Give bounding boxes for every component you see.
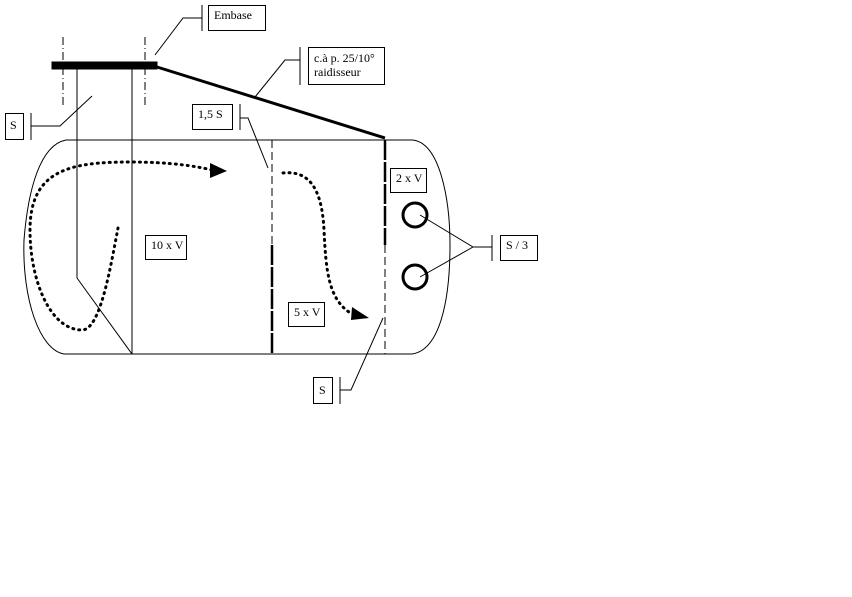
flow-path-2 <box>281 171 354 316</box>
tank-left-end <box>23 139 67 355</box>
label-s-third: S / 3 <box>500 235 538 261</box>
label-10v-text: 10 x V <box>151 238 184 252</box>
inlet-pipe <box>76 68 133 355</box>
leader-1-5s <box>239 104 269 169</box>
tank-right-end <box>411 139 451 355</box>
label-10v: 10 x V <box>145 235 187 260</box>
leader-embase <box>154 5 203 56</box>
label-plate-text: c.à p. 25/10° <box>314 51 375 65</box>
label-5v: 5 x V <box>288 302 325 327</box>
label-s-left: S <box>5 113 24 140</box>
label-5v-text: 5 x V <box>294 305 321 319</box>
label-embase-text: Embase <box>214 8 252 22</box>
leader-stiffener <box>254 47 301 98</box>
label-1-5s: 1,5 S <box>192 104 233 130</box>
label-s-left-text: S <box>10 118 17 132</box>
label-embase: Embase <box>208 5 266 31</box>
flow-arrow-2-icon <box>351 307 369 320</box>
outlet-hole-upper <box>401 201 429 229</box>
label-s-bottom-text: S <box>319 383 326 397</box>
label-s-bottom: S <box>313 377 333 404</box>
stiffener-line <box>156 65 386 140</box>
label-2v: 2 x V <box>390 168 427 193</box>
label-s-third-text: S / 3 <box>506 238 529 252</box>
label-1-5s-text: 1,5 S <box>198 107 223 121</box>
flow-path-1 <box>28 160 214 332</box>
label-2v-text: 2 x V <box>396 171 423 185</box>
label-stiffener-text: raidisseur <box>314 64 361 79</box>
leader-s-bottom <box>339 317 384 404</box>
outlet-hole-lower <box>401 263 429 291</box>
label-stiffener: c.à p. 25/10° raidisseur <box>308 47 385 85</box>
flange-embase <box>51 61 158 70</box>
leader-s-third <box>419 214 493 278</box>
flow-arrow-1-icon <box>210 163 227 178</box>
leader-s-left <box>30 95 93 140</box>
